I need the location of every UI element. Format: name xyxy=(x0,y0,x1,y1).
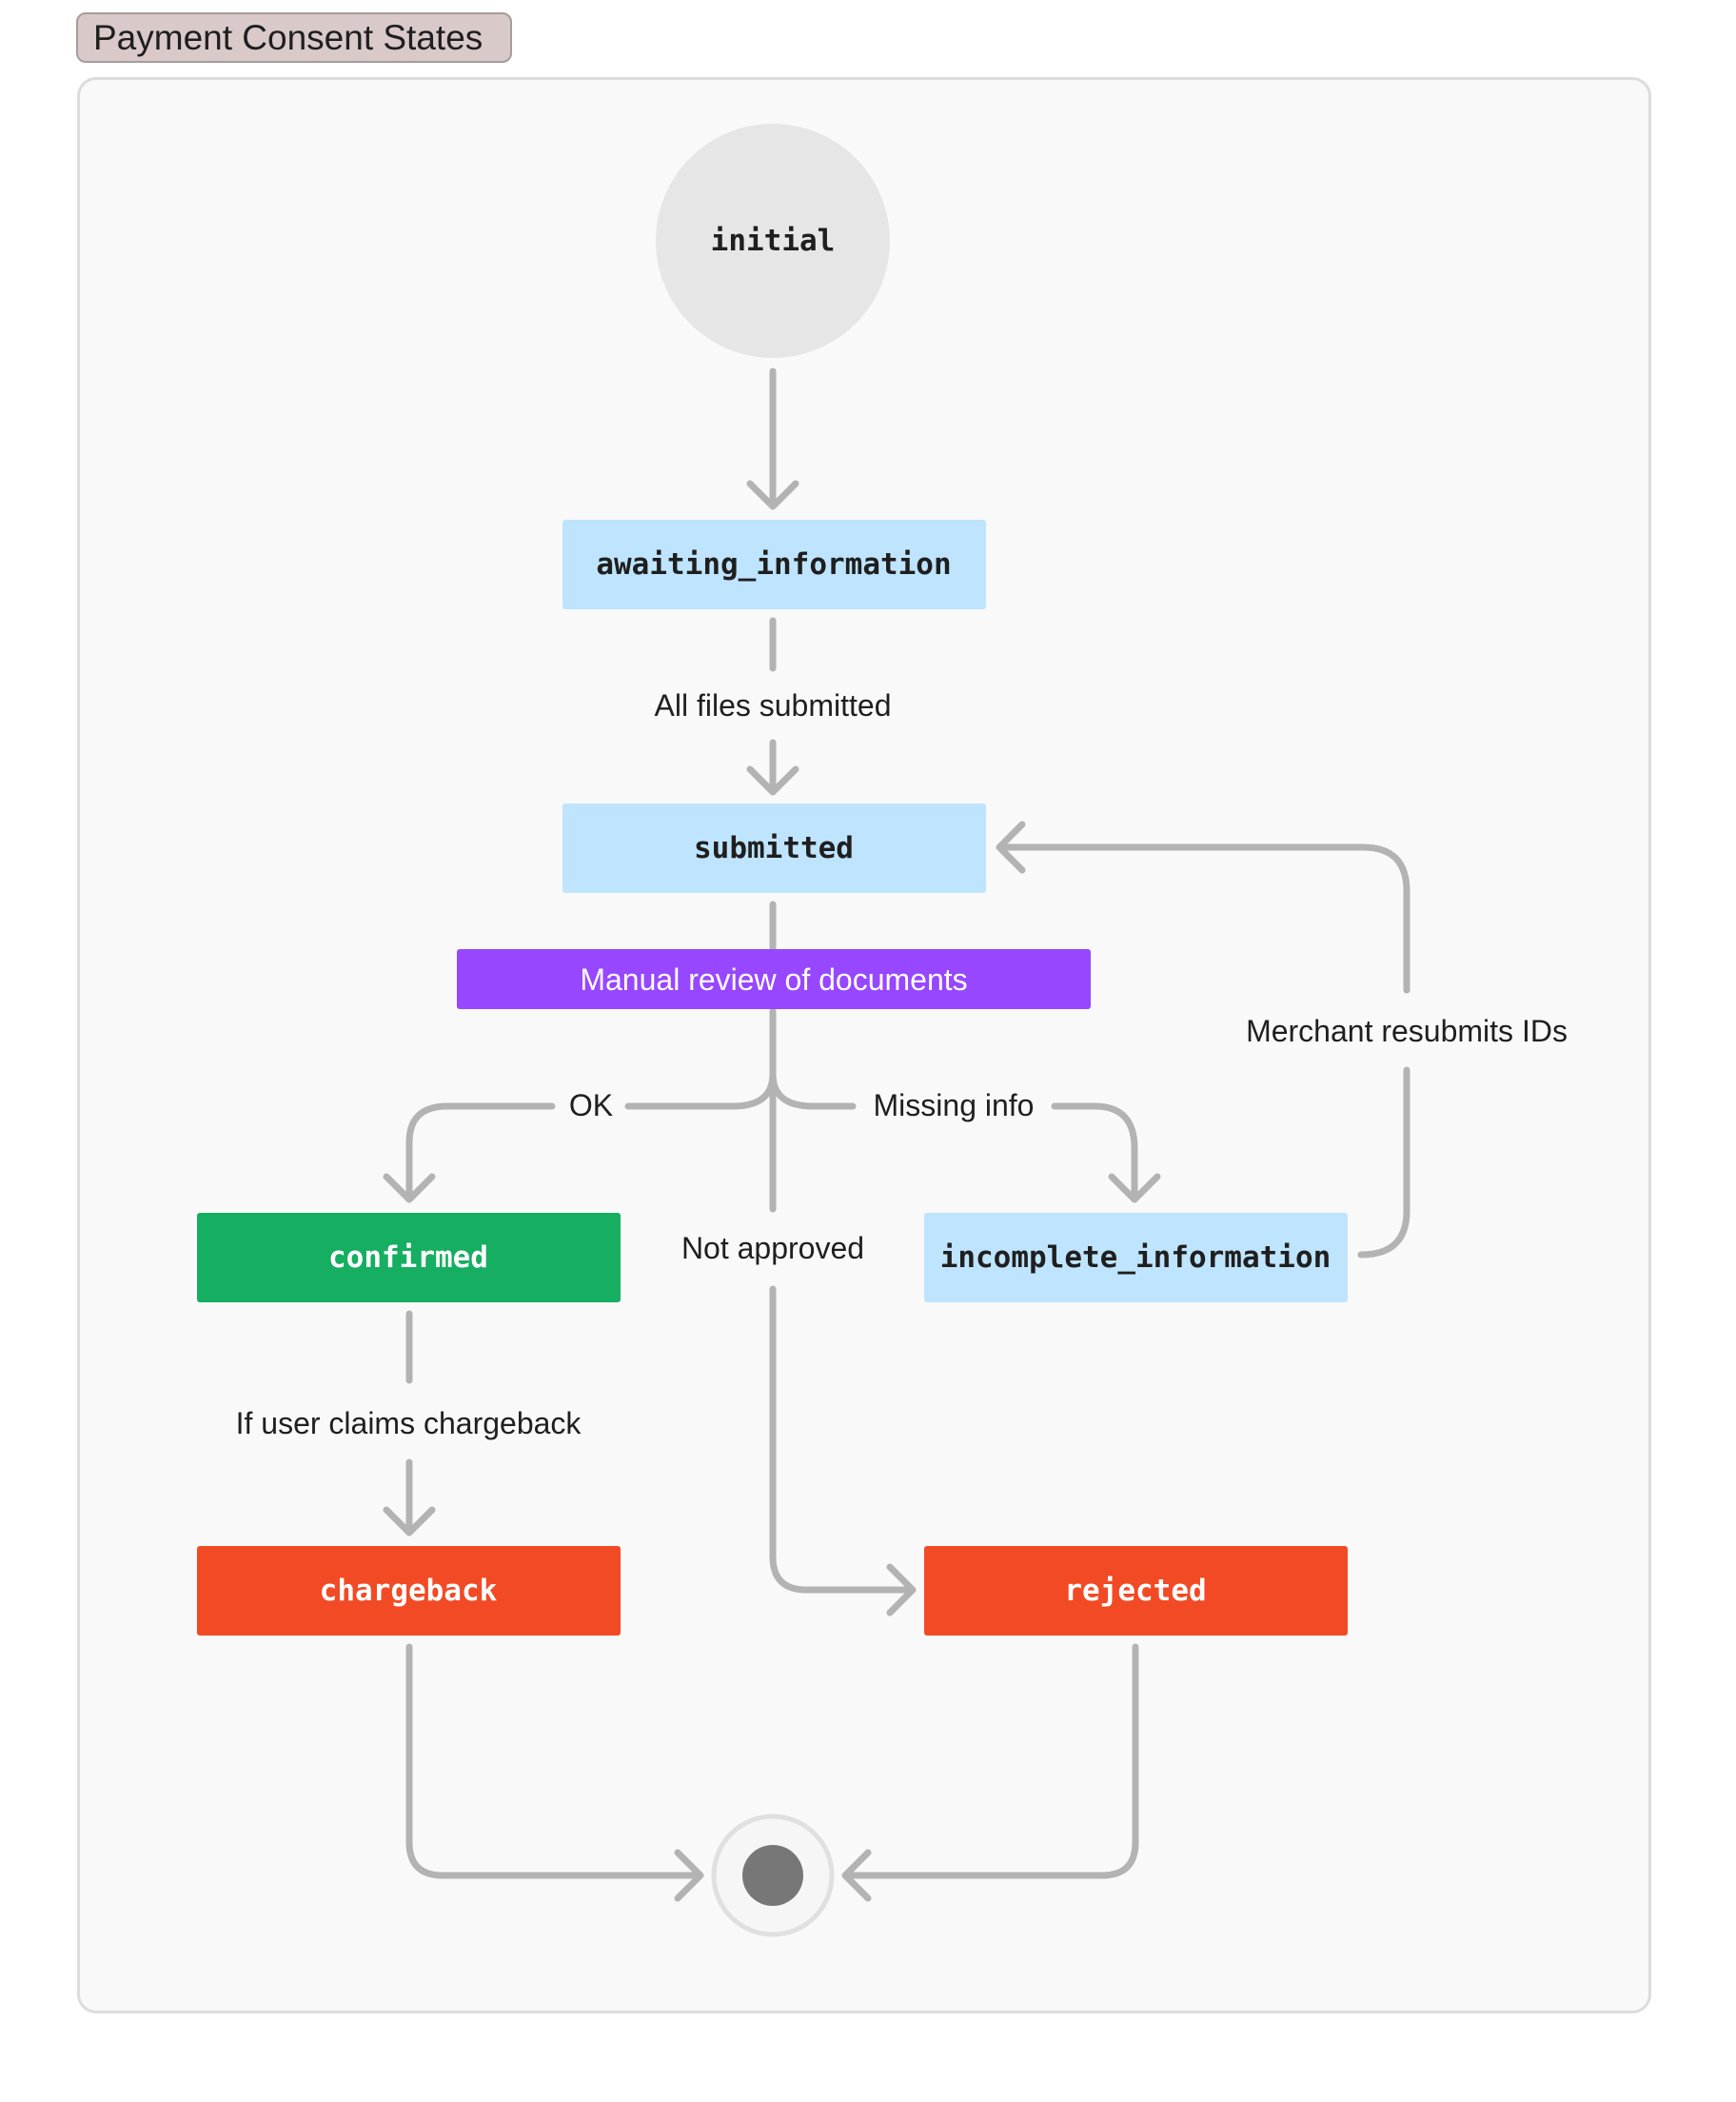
state-initial-label: initial xyxy=(711,224,836,258)
edge-notapproved-bottom xyxy=(769,1285,913,1594)
state-awaiting-information-label: awaiting_information xyxy=(596,547,951,582)
state-rejected xyxy=(924,1546,1348,1636)
state-submitted xyxy=(562,803,986,893)
review-step-label: Manual review of documents xyxy=(580,962,967,997)
state-submitted-label: submitted xyxy=(694,831,854,865)
state-chargeback-label: chargeback xyxy=(320,1574,498,1608)
transition-merchant-resubmits: Merchant resubmits IDs xyxy=(1246,1014,1568,1048)
edge-missing-left xyxy=(769,1070,857,1110)
transition-ok: OK xyxy=(569,1088,613,1122)
initial-state xyxy=(656,124,890,358)
final-state-dot xyxy=(742,1845,803,1906)
transition-not-approved: Not approved xyxy=(681,1231,864,1265)
state-incomplete-information-label: incomplete_information xyxy=(940,1240,1332,1275)
arrowhead-awaiting xyxy=(746,480,799,510)
state-chargeback xyxy=(197,1546,621,1636)
state-incomplete-information xyxy=(924,1213,1348,1302)
arrowhead-confirmed xyxy=(383,1173,436,1203)
review-step xyxy=(457,949,1091,1009)
state-confirmed-label: confirmed xyxy=(328,1240,488,1275)
arrowhead-submitted xyxy=(746,765,799,796)
edge-rejected-end xyxy=(845,1643,1139,1879)
edge-resubmit-upper xyxy=(997,843,1410,994)
arrowhead-rejected xyxy=(886,1563,917,1616)
transition-user-claims-chargeback: If user claims chargeback xyxy=(236,1406,582,1440)
state-confirmed xyxy=(197,1213,621,1302)
edge-ok-right xyxy=(624,1070,777,1110)
state-rejected-label: rejected xyxy=(1064,1574,1206,1608)
state-awaiting-information xyxy=(562,520,986,609)
transition-all-files-submitted: All files submitted xyxy=(655,688,892,723)
edge-ok-left xyxy=(405,1102,556,1201)
edge-resubmit-lower xyxy=(1357,1066,1410,1259)
transition-missing-info: Missing info xyxy=(874,1088,1035,1122)
arrowhead-incomplete xyxy=(1108,1173,1161,1203)
edge-missing-right xyxy=(1051,1102,1138,1201)
diagram-frame xyxy=(77,77,1651,2013)
arrowhead-chargeback xyxy=(383,1506,436,1537)
diagram-title: Payment Consent States xyxy=(76,12,512,63)
arrowhead-submitted-loop xyxy=(996,821,1026,874)
arrowhead-end-right xyxy=(841,1849,872,1902)
arrowhead-end-left xyxy=(674,1849,704,1902)
edge-chargeback-end xyxy=(405,1643,700,1879)
